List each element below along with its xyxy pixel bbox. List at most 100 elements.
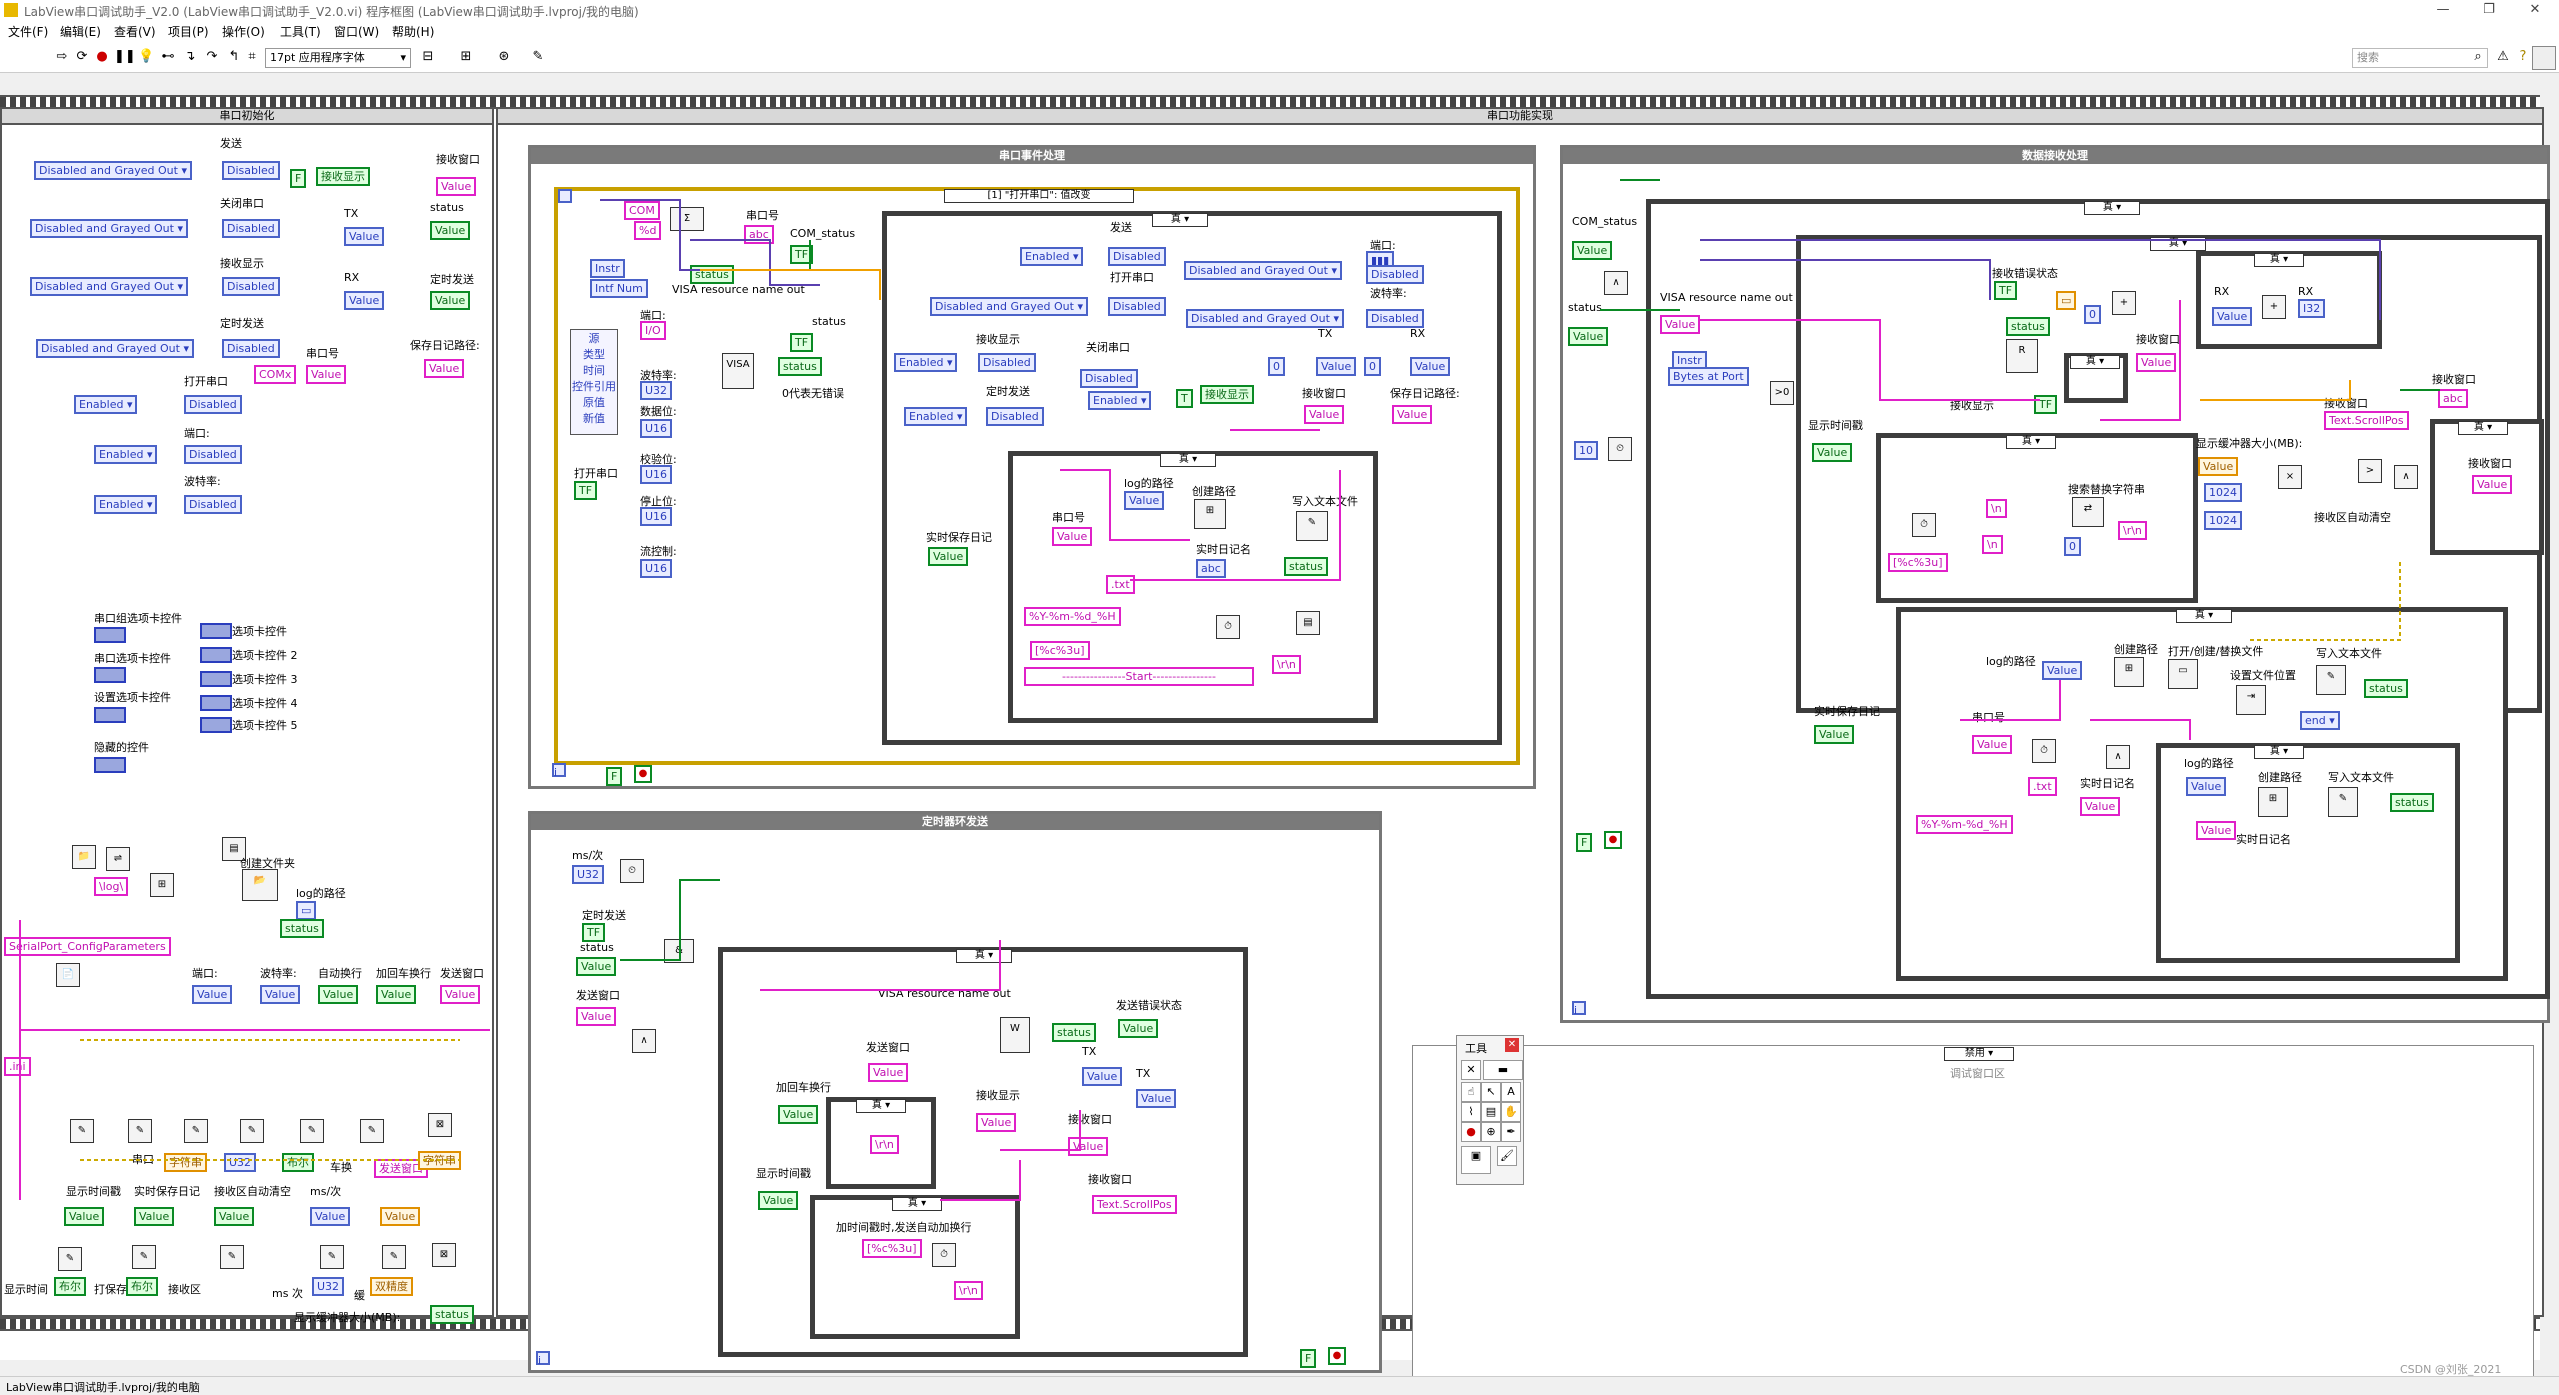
color-tool-icon[interactable]: ▣ <box>1461 1146 1491 1174</box>
false-const: F <box>1300 1349 1317 1368</box>
position-tool-icon[interactable]: ↖ <box>1481 1082 1501 1102</box>
minimize-button[interactable]: — <box>2436 2 2450 17</box>
case-selector[interactable]: 真 ▾ <box>956 949 1012 963</box>
step-over-icon[interactable]: ↷ <box>206 49 218 64</box>
u32-enum[interactable]: U32 <box>312 1277 345 1296</box>
menu-operate[interactable]: 操作(O) <box>222 25 265 39</box>
cleanup-icon[interactable]: ✎ <box>532 49 544 64</box>
search-icon[interactable]: ⌕ <box>2474 49 2482 64</box>
event-selector[interactable]: [1] "打开串口": 值改变 <box>944 189 1134 203</box>
case-selector[interactable]: 真 ▾ <box>2084 201 2140 215</box>
menu-file[interactable]: 文件(F) <box>8 25 49 39</box>
brush-tool-icon[interactable]: 🖌 <box>1497 1146 1517 1166</box>
enabled-enum[interactable]: Enabled ▾ <box>74 395 138 414</box>
frame-serial-init: 串口初始化 <box>0 107 494 1317</box>
probe-tool-icon[interactable]: ⊕ <box>1481 1122 1501 1142</box>
warning-icon[interactable]: ⚠ <box>2497 49 2509 64</box>
case-selector[interactable]: 真 ▾ <box>1160 453 1216 467</box>
disabled-grayed-enum[interactable]: Disabled and Grayed Out ▾ <box>930 297 1088 316</box>
run-continuous-icon[interactable]: ⟳ <box>76 49 88 64</box>
enabled-enum[interactable]: Enabled ▾ <box>1020 247 1084 266</box>
distribute-icon[interactable]: ⊞ <box>460 49 472 64</box>
end-enum[interactable]: end ▾ <box>2300 711 2340 730</box>
menu-help[interactable]: 帮助(H) <box>392 25 435 39</box>
breakpoint-tool-icon[interactable]: ● <box>1461 1122 1481 1142</box>
disable-selector[interactable]: 禁用 ▾ <box>1944 1047 2014 1061</box>
menu-window[interactable]: 窗口(W) <box>334 25 380 39</box>
palette-close-icon[interactable]: ✕ <box>1505 1038 1519 1052</box>
value-prop: Value <box>214 1207 255 1226</box>
case-selector[interactable]: 真 ▾ <box>2176 609 2232 623</box>
menu-project[interactable]: 项目(P) <box>168 25 209 39</box>
enabled-enum[interactable]: Enabled ▾ <box>1088 391 1152 410</box>
double-enum[interactable]: 双精度 <box>370 1277 413 1296</box>
case-selector[interactable]: 真 ▾ <box>1152 213 1208 227</box>
disabled-grayed-enum[interactable]: Disabled and Grayed Out ▾ <box>30 219 188 238</box>
menu-view[interactable]: 查看(V) <box>114 25 156 39</box>
disabled-grayed-enum[interactable]: Disabled and Grayed Out ▾ <box>30 277 188 296</box>
bool-enum[interactable]: 布尔 <box>126 1277 158 1296</box>
bool-enum[interactable]: 布尔 <box>54 1277 86 1296</box>
disabled-grayed-enum[interactable]: Disabled and Grayed Out ▾ <box>1186 309 1344 328</box>
enum-text: Enabled <box>1025 250 1070 263</box>
com-const: COM <box>624 201 660 220</box>
reorder-icon[interactable]: ⊛ <box>498 49 510 64</box>
status-prop: status <box>2006 317 2050 336</box>
align-icon[interactable]: ⊟ <box>422 49 434 64</box>
disabled-grayed-enum[interactable]: Disabled and Grayed Out ▾ <box>36 339 194 358</box>
font-select[interactable]: 17pt 应用程序字体▾ <box>265 48 411 68</box>
case-selector[interactable]: 真 ▾ <box>856 1099 906 1113</box>
label-visa-out: VISA resource name out <box>1660 291 1793 304</box>
disabled-grayed-enum[interactable]: Disabled and Grayed Out ▾ <box>1184 261 1342 280</box>
case-selector[interactable]: 真 ▾ <box>2254 253 2304 267</box>
tools-palette[interactable]: 工具 ✕ ✕ ▬ ☝ ↖ A ⌇ ▤ ✋ ● ⊕ ✒ ▣ 🖌 <box>1456 1035 1524 1185</box>
zero-const: 0 <box>2064 537 2081 556</box>
shortcut-tool-icon[interactable]: ▤ <box>1481 1102 1501 1122</box>
color-copy-tool-icon[interactable]: ✒ <box>1501 1122 1521 1142</box>
step-into-icon[interactable]: ↴ <box>184 49 196 64</box>
case-selector[interactable]: 真 ▾ <box>2006 435 2056 449</box>
maximize-button[interactable]: ❐ <box>2483 2 2495 17</box>
event-prop-time: 时间 <box>583 364 605 377</box>
search-input[interactable]: 搜索 <box>2352 48 2488 68</box>
enabled-enum[interactable]: Enabled ▾ <box>94 445 158 464</box>
label-send-win: 发送窗口 <box>440 967 484 980</box>
event-data-node: 源 类型 时间 控件引用 原值 新值 <box>570 329 618 435</box>
add-icon: + <box>2112 291 2136 315</box>
case-selector[interactable]: 真 ▾ <box>2458 421 2508 435</box>
enabled-enum[interactable]: Enabled ▾ <box>894 353 958 372</box>
label-open-port: 打开串口 <box>1110 271 1154 284</box>
wire-tool-icon[interactable]: ⌇ <box>1461 1102 1481 1122</box>
highlight-bulb-icon[interactable]: 💡 <box>138 49 155 64</box>
close-button[interactable]: ✕ <box>2529 2 2541 17</box>
menu-tools[interactable]: 工具(T) <box>280 25 321 39</box>
abort-icon[interactable]: ● <box>96 49 108 64</box>
help-icon[interactable]: ? <box>2519 49 2527 64</box>
case-selector[interactable]: 真 ▾ <box>892 1197 942 1211</box>
enabled-enum[interactable]: Enabled ▾ <box>904 407 968 426</box>
text-tool-icon[interactable]: A <box>1501 1082 1521 1102</box>
count-prop: ▭ <box>2056 291 2077 310</box>
value-prop: Value <box>430 221 471 240</box>
case-selector-text: 真 <box>2021 436 2032 447</box>
enabled-enum[interactable]: Enabled ▾ <box>94 495 158 514</box>
auto-tool-icon[interactable]: ✕ <box>1461 1060 1481 1080</box>
value-prop: Value <box>2472 475 2513 494</box>
clean-diagram-icon[interactable]: ⌗ <box>248 49 256 64</box>
disabled-grayed-enum[interactable]: Disabled and Grayed Out ▾ <box>34 161 192 180</box>
auto-select-icon[interactable]: ▬ <box>1483 1060 1523 1080</box>
case-selector[interactable]: 真 ▾ <box>2070 355 2120 369</box>
menu-edit[interactable]: 编辑(E) <box>60 25 101 39</box>
value-prop: Value <box>2186 777 2227 796</box>
u16-ctl: U16 <box>640 419 673 438</box>
write-file-icon: ✎ <box>1296 511 1328 541</box>
scroll-tool-icon[interactable]: ✋ <box>1501 1102 1521 1122</box>
retain-wire-icon[interactable]: ⊷ <box>161 49 175 64</box>
operate-tool-icon[interactable]: ☝ <box>1461 1082 1481 1102</box>
label-search-replace: 搜索替换字符串 <box>2068 483 2145 496</box>
step-out-icon[interactable]: ↰ <box>228 49 240 64</box>
value-prop: Value <box>576 1007 617 1026</box>
run-arrow-icon[interactable]: ⇨ <box>56 49 68 64</box>
case-selector[interactable]: 真 ▾ <box>2254 745 2304 759</box>
tab-label: 隐藏的控件 <box>94 741 149 754</box>
